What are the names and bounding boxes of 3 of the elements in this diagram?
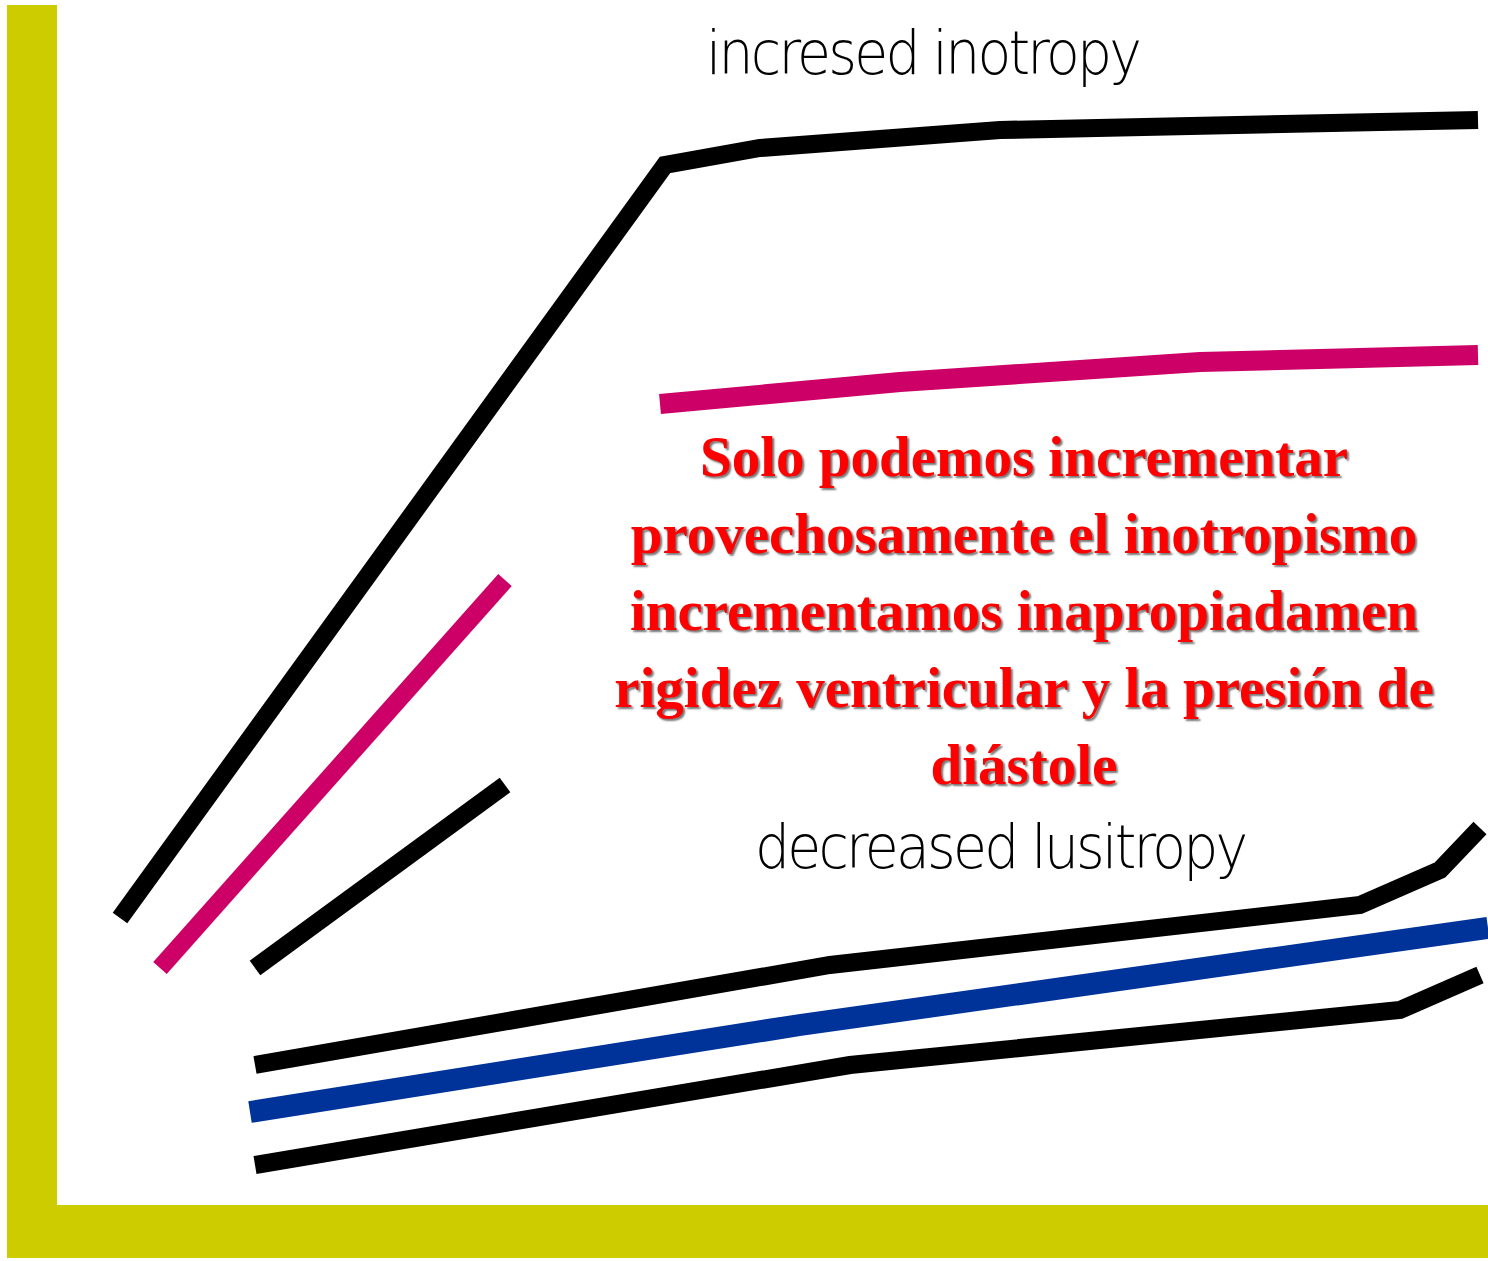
curve-label: incresed inotropy — [706, 18, 1140, 88]
annotation-text: Solo podemos incrementar provechosamente el inotropismo incrementamos inapropiadamen rigidez ventricular y la presión de diástole — [613, 424, 1435, 798]
curve-label: decreased lusitropy — [755, 812, 1246, 882]
